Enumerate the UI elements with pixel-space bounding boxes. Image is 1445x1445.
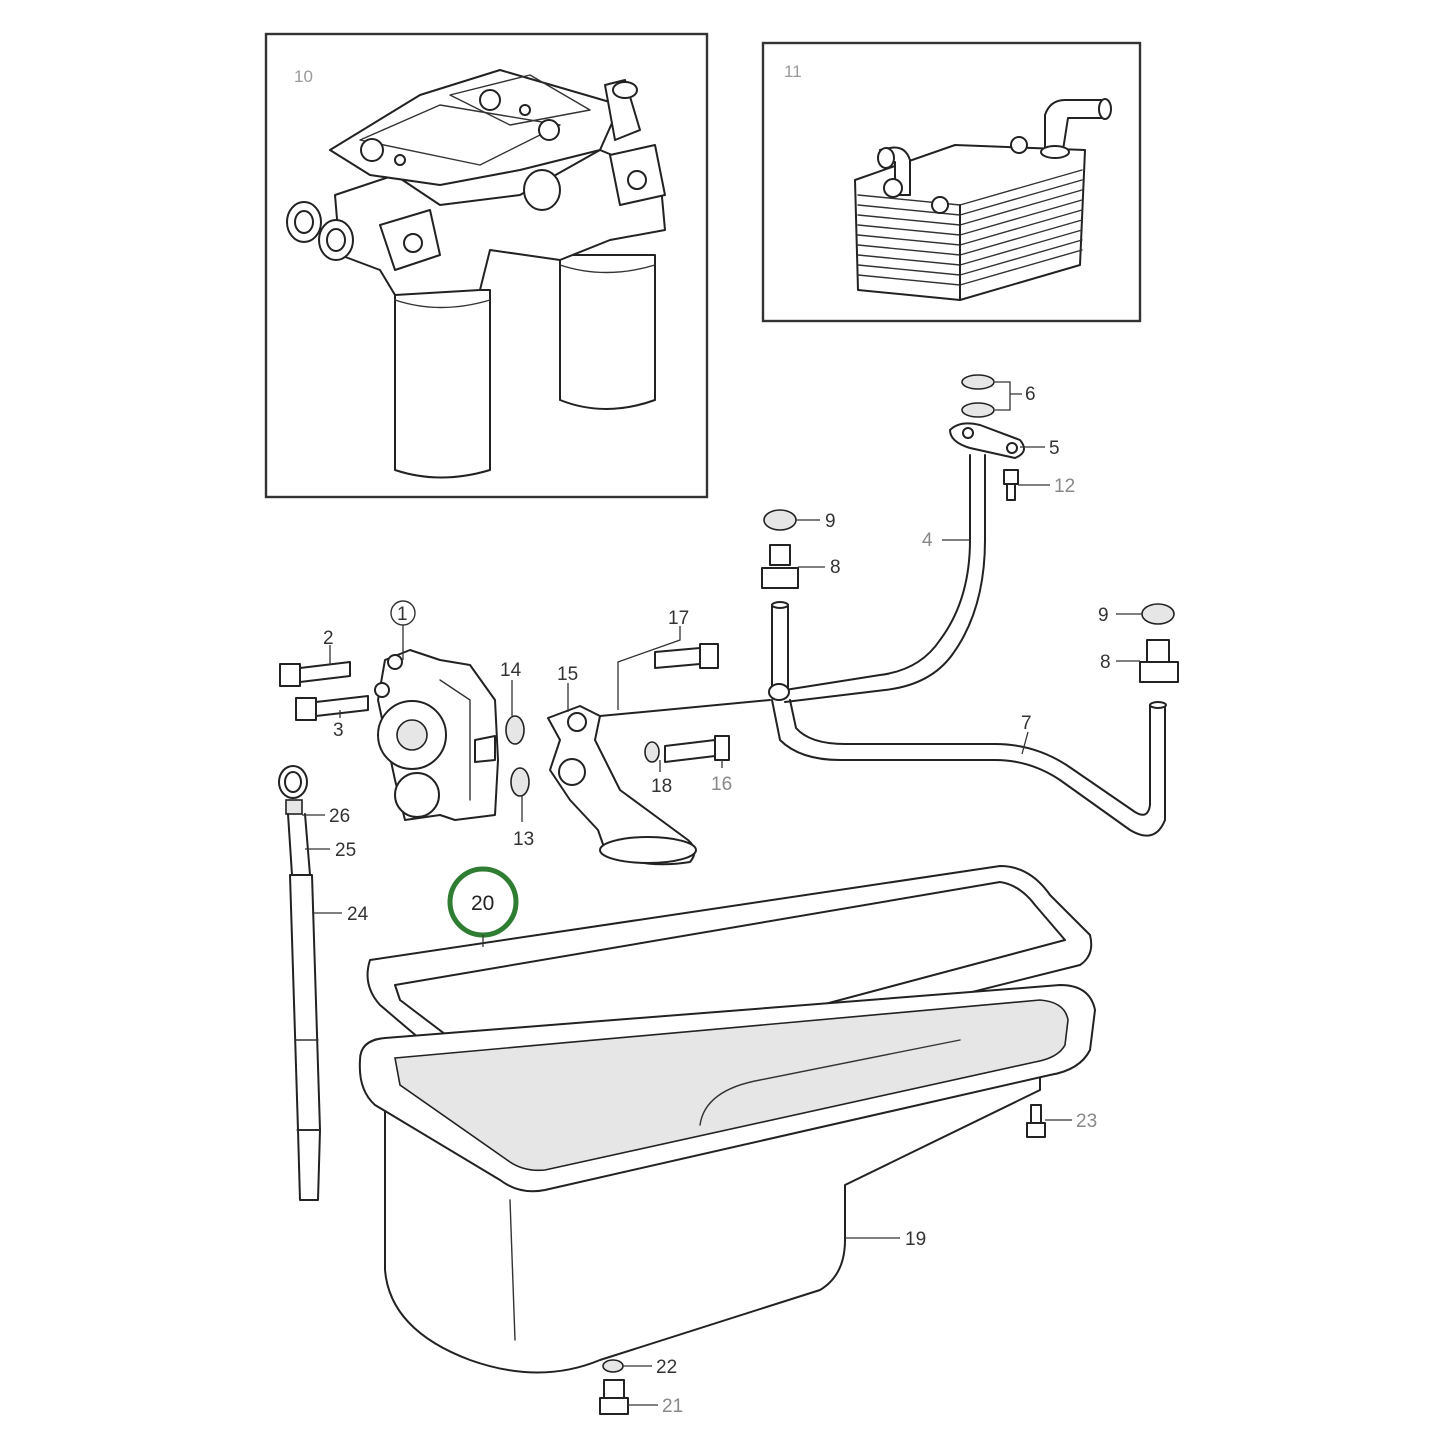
callout-label-17: 17 bbox=[668, 608, 689, 629]
callout-22[interactable]: 22 bbox=[623, 1357, 677, 1378]
callout-label-18: 18 bbox=[651, 776, 672, 797]
callout-26[interactable]: 26 bbox=[302, 806, 350, 827]
callout-19[interactable]: 19 bbox=[845, 1229, 926, 1250]
callout-label-1: 1 bbox=[397, 604, 408, 625]
inset-label-11: 11 bbox=[784, 62, 802, 81]
callout-label-5: 5 bbox=[1049, 438, 1060, 459]
callout-label-3: 3 bbox=[333, 720, 344, 741]
washer-part bbox=[644, 741, 660, 763]
callout-label-16: 16 bbox=[711, 774, 732, 795]
bolt-lower-part bbox=[295, 695, 369, 721]
bolt-upper-part bbox=[279, 661, 351, 687]
callout-2[interactable]: 2 bbox=[323, 628, 334, 665]
callout-label-14: 14 bbox=[500, 660, 522, 681]
callout-5[interactable]: 5 bbox=[1020, 438, 1060, 459]
callout-7[interactable]: 7 bbox=[1021, 713, 1032, 755]
callout-label-8-right: 8 bbox=[1100, 652, 1111, 673]
callout-label-13: 13 bbox=[513, 829, 534, 850]
suction-bolt-upper-part bbox=[654, 643, 719, 669]
callout-label-7: 7 bbox=[1021, 713, 1032, 734]
callout-12[interactable]: 12 bbox=[1018, 476, 1075, 497]
suction-pipe-assembly bbox=[505, 643, 771, 866]
callout-20[interactable]: 20 bbox=[447, 866, 519, 947]
dipstick-assembly bbox=[278, 765, 321, 1201]
callout-4[interactable]: 4 bbox=[922, 530, 970, 551]
callout-15[interactable]: 15 bbox=[557, 664, 578, 712]
callout-1[interactable]: 1 bbox=[390, 600, 416, 660]
callout-3[interactable]: 3 bbox=[333, 710, 344, 741]
callout-label-6: 6 bbox=[1025, 384, 1036, 405]
callout-23[interactable]: 23 bbox=[1045, 1111, 1097, 1132]
oil-pump-assembly bbox=[279, 649, 499, 821]
drain-plug-part bbox=[599, 1379, 629, 1415]
oil-cooler-drawing bbox=[854, 98, 1112, 301]
callout-label-8-left: 8 bbox=[830, 557, 841, 578]
callout-14[interactable]: 14 bbox=[500, 660, 522, 716]
inset-oil-filter-housing: 10 bbox=[264, 32, 709, 499]
callout-24[interactable]: 24 bbox=[312, 904, 369, 925]
inset-label-10: 10 bbox=[294, 67, 313, 86]
callout-label-26: 26 bbox=[329, 806, 350, 827]
callout-label-4: 4 bbox=[922, 530, 933, 551]
callout-label-20: 20 bbox=[471, 892, 494, 915]
callout-label-2: 2 bbox=[323, 628, 334, 649]
o-ring-upper-part bbox=[505, 715, 525, 745]
o-ring-part bbox=[510, 767, 530, 797]
callout-label-21: 21 bbox=[662, 1396, 683, 1417]
callout-6[interactable]: 6 bbox=[995, 381, 1036, 411]
callout-label-24: 24 bbox=[347, 904, 369, 925]
inset-oil-cooler: 11 bbox=[761, 41, 1142, 323]
callout-label-19: 19 bbox=[905, 1229, 926, 1250]
callout-label-9-left: 9 bbox=[825, 511, 836, 532]
callout-25[interactable]: 25 bbox=[305, 840, 356, 861]
suction-bolt-part bbox=[664, 735, 730, 763]
return-pipe-assembly bbox=[761, 509, 1179, 837]
sump-bolt-part bbox=[1026, 1104, 1046, 1138]
callout-8-right[interactable]: 8 bbox=[1100, 652, 1140, 673]
callout-9-right[interactable]: 9 bbox=[1098, 605, 1142, 626]
oil-filter-housing-drawing bbox=[286, 69, 666, 479]
callout-label-12: 12 bbox=[1054, 476, 1075, 497]
callout-18[interactable]: 18 bbox=[651, 760, 672, 797]
oil-sump-part bbox=[358, 984, 1096, 1415]
callout-21[interactable]: 21 bbox=[628, 1396, 683, 1417]
callout-17[interactable]: 17 bbox=[617, 608, 689, 710]
flange-bolt-part bbox=[1003, 469, 1019, 501]
callout-8-left[interactable]: 8 bbox=[798, 557, 841, 578]
oil-pipe-assembly bbox=[784, 374, 1025, 703]
callout-label-23: 23 bbox=[1076, 1111, 1097, 1132]
drain-washer-part bbox=[602, 1359, 624, 1373]
callout-label-22: 22 bbox=[656, 1357, 677, 1378]
seal-ring-lower bbox=[961, 402, 995, 418]
callout-13[interactable]: 13 bbox=[513, 796, 534, 850]
callout-label-15: 15 bbox=[557, 664, 578, 685]
callout-label-9-right: 9 bbox=[1098, 605, 1109, 626]
callout-9-left[interactable]: 9 bbox=[796, 511, 836, 532]
seal-ring-upper bbox=[961, 374, 995, 390]
callout-label-25: 25 bbox=[335, 840, 356, 861]
callout-16[interactable]: 16 bbox=[711, 760, 732, 795]
